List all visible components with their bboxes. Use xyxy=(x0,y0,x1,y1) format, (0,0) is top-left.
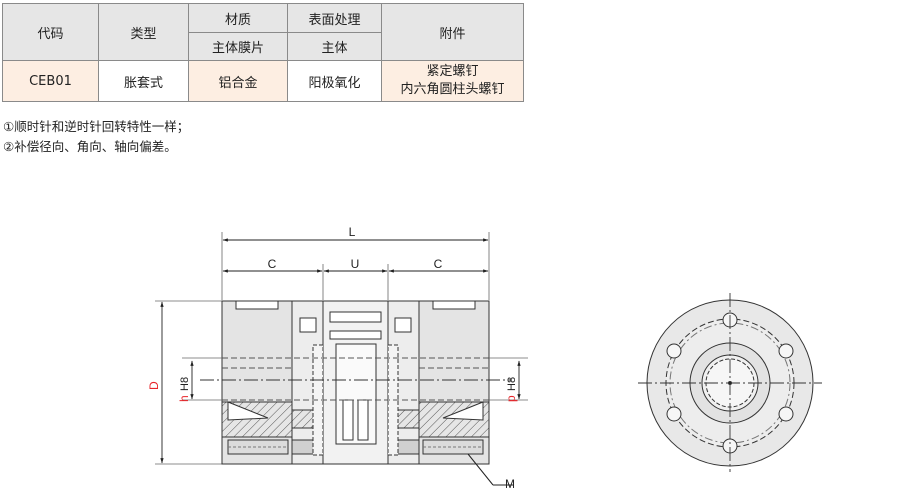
label-L: L xyxy=(349,225,356,239)
header-type: 类型 xyxy=(98,3,189,61)
cell-accessory-line2: 内六角圆柱头螺钉 xyxy=(400,82,505,97)
label-h: h xyxy=(177,395,191,402)
cell-code: CEB01 xyxy=(2,60,99,102)
cell-accessory-line1: 紧定螺钉 xyxy=(426,64,479,79)
cell-material: 铝合金 xyxy=(188,60,288,102)
header-material-sub: 主体膜片 xyxy=(188,32,288,61)
bolt-hole xyxy=(666,343,682,359)
dimension-labels: L C U C M D h H8 p H8 xyxy=(147,225,518,491)
bolt-hole xyxy=(666,406,682,422)
note-2: ②补偿径向、角向、轴向偏差。 xyxy=(3,139,177,154)
bolt-hole xyxy=(778,343,794,359)
end-view xyxy=(638,293,822,472)
label-U: U xyxy=(351,257,360,271)
label-p-fit: H8 xyxy=(506,377,518,391)
label-M: M xyxy=(505,477,515,491)
spec-data-row: CEB01 胀套式 铝合金 阳极氧化 紧定螺钉 内六角圆柱头螺钉 xyxy=(2,60,524,102)
bolt-holes xyxy=(666,312,794,454)
label-D: D xyxy=(147,381,161,390)
label-h-fit: H8 xyxy=(179,377,191,391)
bolt-hole xyxy=(778,406,794,422)
spec-table: 代码 类型 材质 表面处理 附件 主体膜片 主体 CEB01 胀套式 铝合金 阳… xyxy=(2,3,524,102)
header-surface-sub: 主体 xyxy=(287,32,382,61)
notes: ①顺时针和逆时针回转特性一样； ②补偿径向、角向、轴向偏差。 xyxy=(3,117,189,157)
cell-accessory: 紧定螺钉 内六角圆柱头螺钉 xyxy=(381,60,524,102)
header-code: 代码 xyxy=(2,3,99,61)
label-p: p xyxy=(504,395,518,402)
header-material: 材质 xyxy=(188,3,288,33)
note-1: ①顺时针和逆时针回转特性一样； xyxy=(3,119,190,134)
side-view xyxy=(155,232,513,486)
header-accessory: 附件 xyxy=(381,3,524,61)
spec-header-row: 代码 类型 材质 表面处理 附件 xyxy=(2,3,524,61)
cell-type: 胀套式 xyxy=(98,60,189,102)
cell-surface: 阳极氧化 xyxy=(287,60,382,102)
dimensions xyxy=(160,238,528,464)
label-C-right: C xyxy=(434,257,443,271)
label-C-left: C xyxy=(268,257,277,271)
